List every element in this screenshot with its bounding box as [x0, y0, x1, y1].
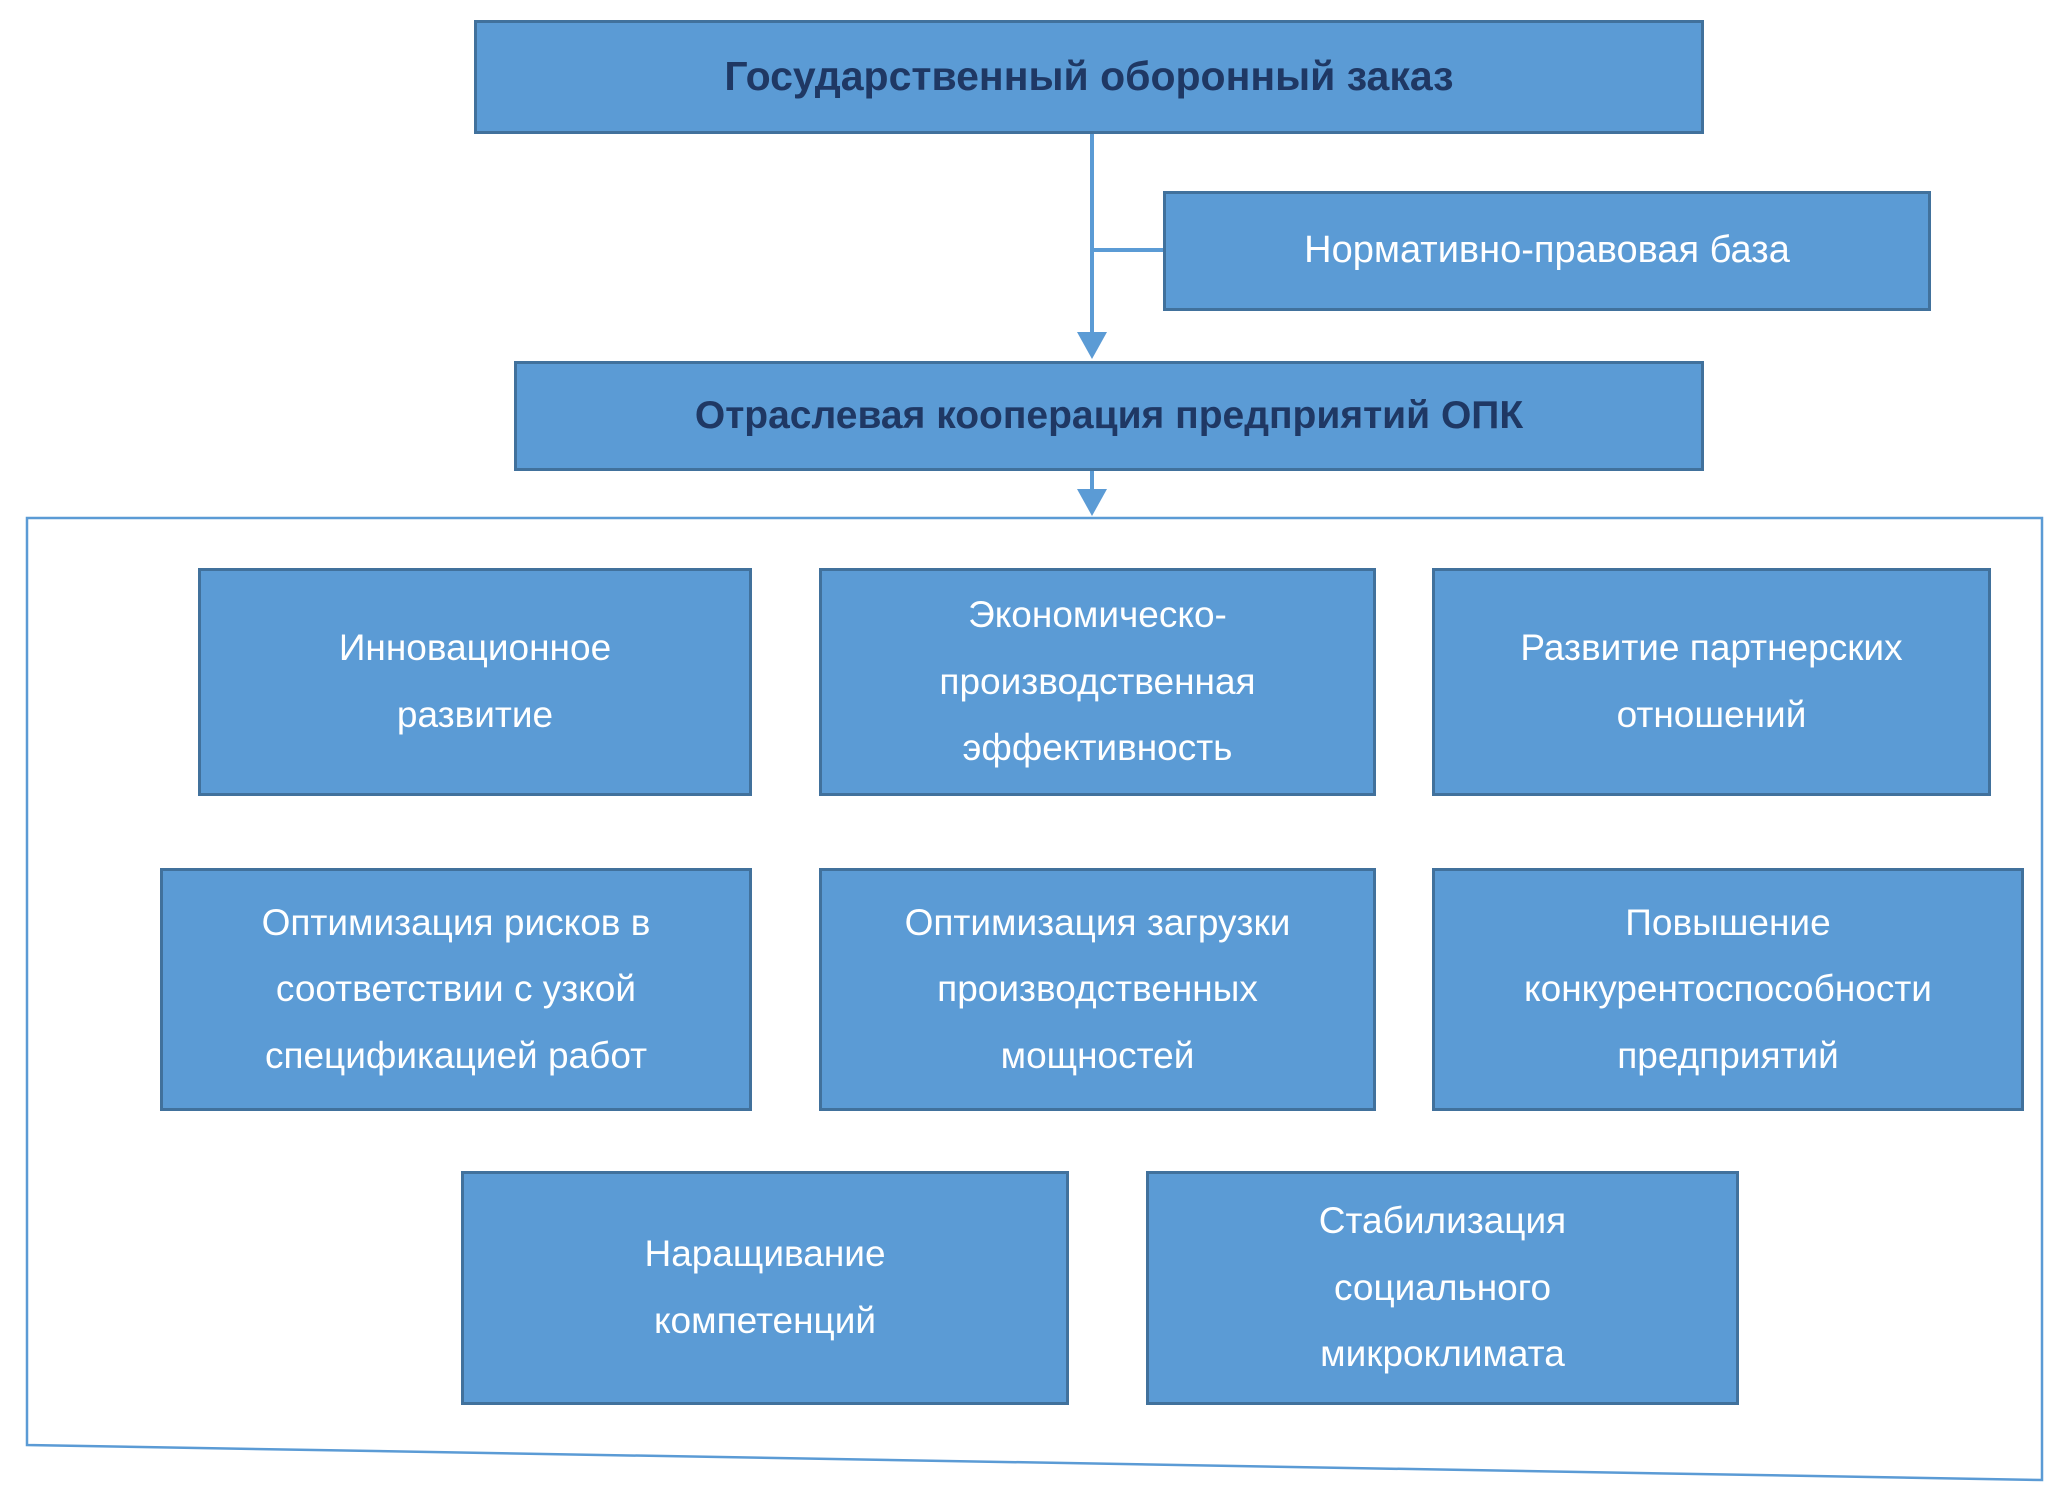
arrowhead-middle-icon — [1077, 332, 1107, 359]
box-legal-framework: Нормативно-правовая база — [1163, 191, 1931, 311]
box-social-microclimate: Стабилизация социального микроклимата — [1146, 1171, 1739, 1405]
benefit-label: Оптимизация рисков в соответствии с узко… — [261, 901, 651, 1076]
box-industry-cooperation: Отраслевая кооперация предприятий ОПК — [514, 361, 1704, 471]
benefit-label: Наращивание компетенций — [644, 1233, 886, 1341]
industry-cooperation-label: Отраслевая кооперация предприятий ОПК — [694, 393, 1524, 437]
benefit-label: Развитие партнерских отношений — [1520, 627, 1903, 735]
benefit-label: Повышение конкурентоспособности предприя… — [1524, 901, 1932, 1076]
arrowhead-container-icon — [1077, 489, 1107, 516]
state-defense-order-label: Государственный оборонный заказ — [724, 53, 1454, 100]
box-competence-growth: Наращивание компетенций — [461, 1171, 1069, 1405]
benefit-label: Оптимизация загрузки производственных мо… — [904, 901, 1291, 1076]
box-competitiveness-increase: Повышение конкурентоспособности предприя… — [1432, 868, 2024, 1111]
box-capacity-load-optimization: Оптимизация загрузки производственных мо… — [819, 868, 1376, 1111]
benefit-label: Инновационное развитие — [338, 627, 612, 735]
box-economic-production-efficiency: Экономическо- производственная эффективн… — [819, 568, 1376, 796]
legal-framework-label: Нормативно-правовая база — [1304, 229, 1790, 272]
box-partner-relations: Развитие партнерских отношений — [1432, 568, 1991, 796]
benefit-label: Стабилизация социального микроклимата — [1318, 1200, 1567, 1375]
box-risk-optimization: Оптимизация рисков в соответствии с узко… — [160, 868, 752, 1111]
box-innovative-development: Инновационное развитие — [198, 568, 752, 796]
benefit-label: Экономическо- производственная эффективн… — [939, 594, 1256, 769]
box-state-defense-order: Государственный оборонный заказ — [474, 20, 1704, 134]
